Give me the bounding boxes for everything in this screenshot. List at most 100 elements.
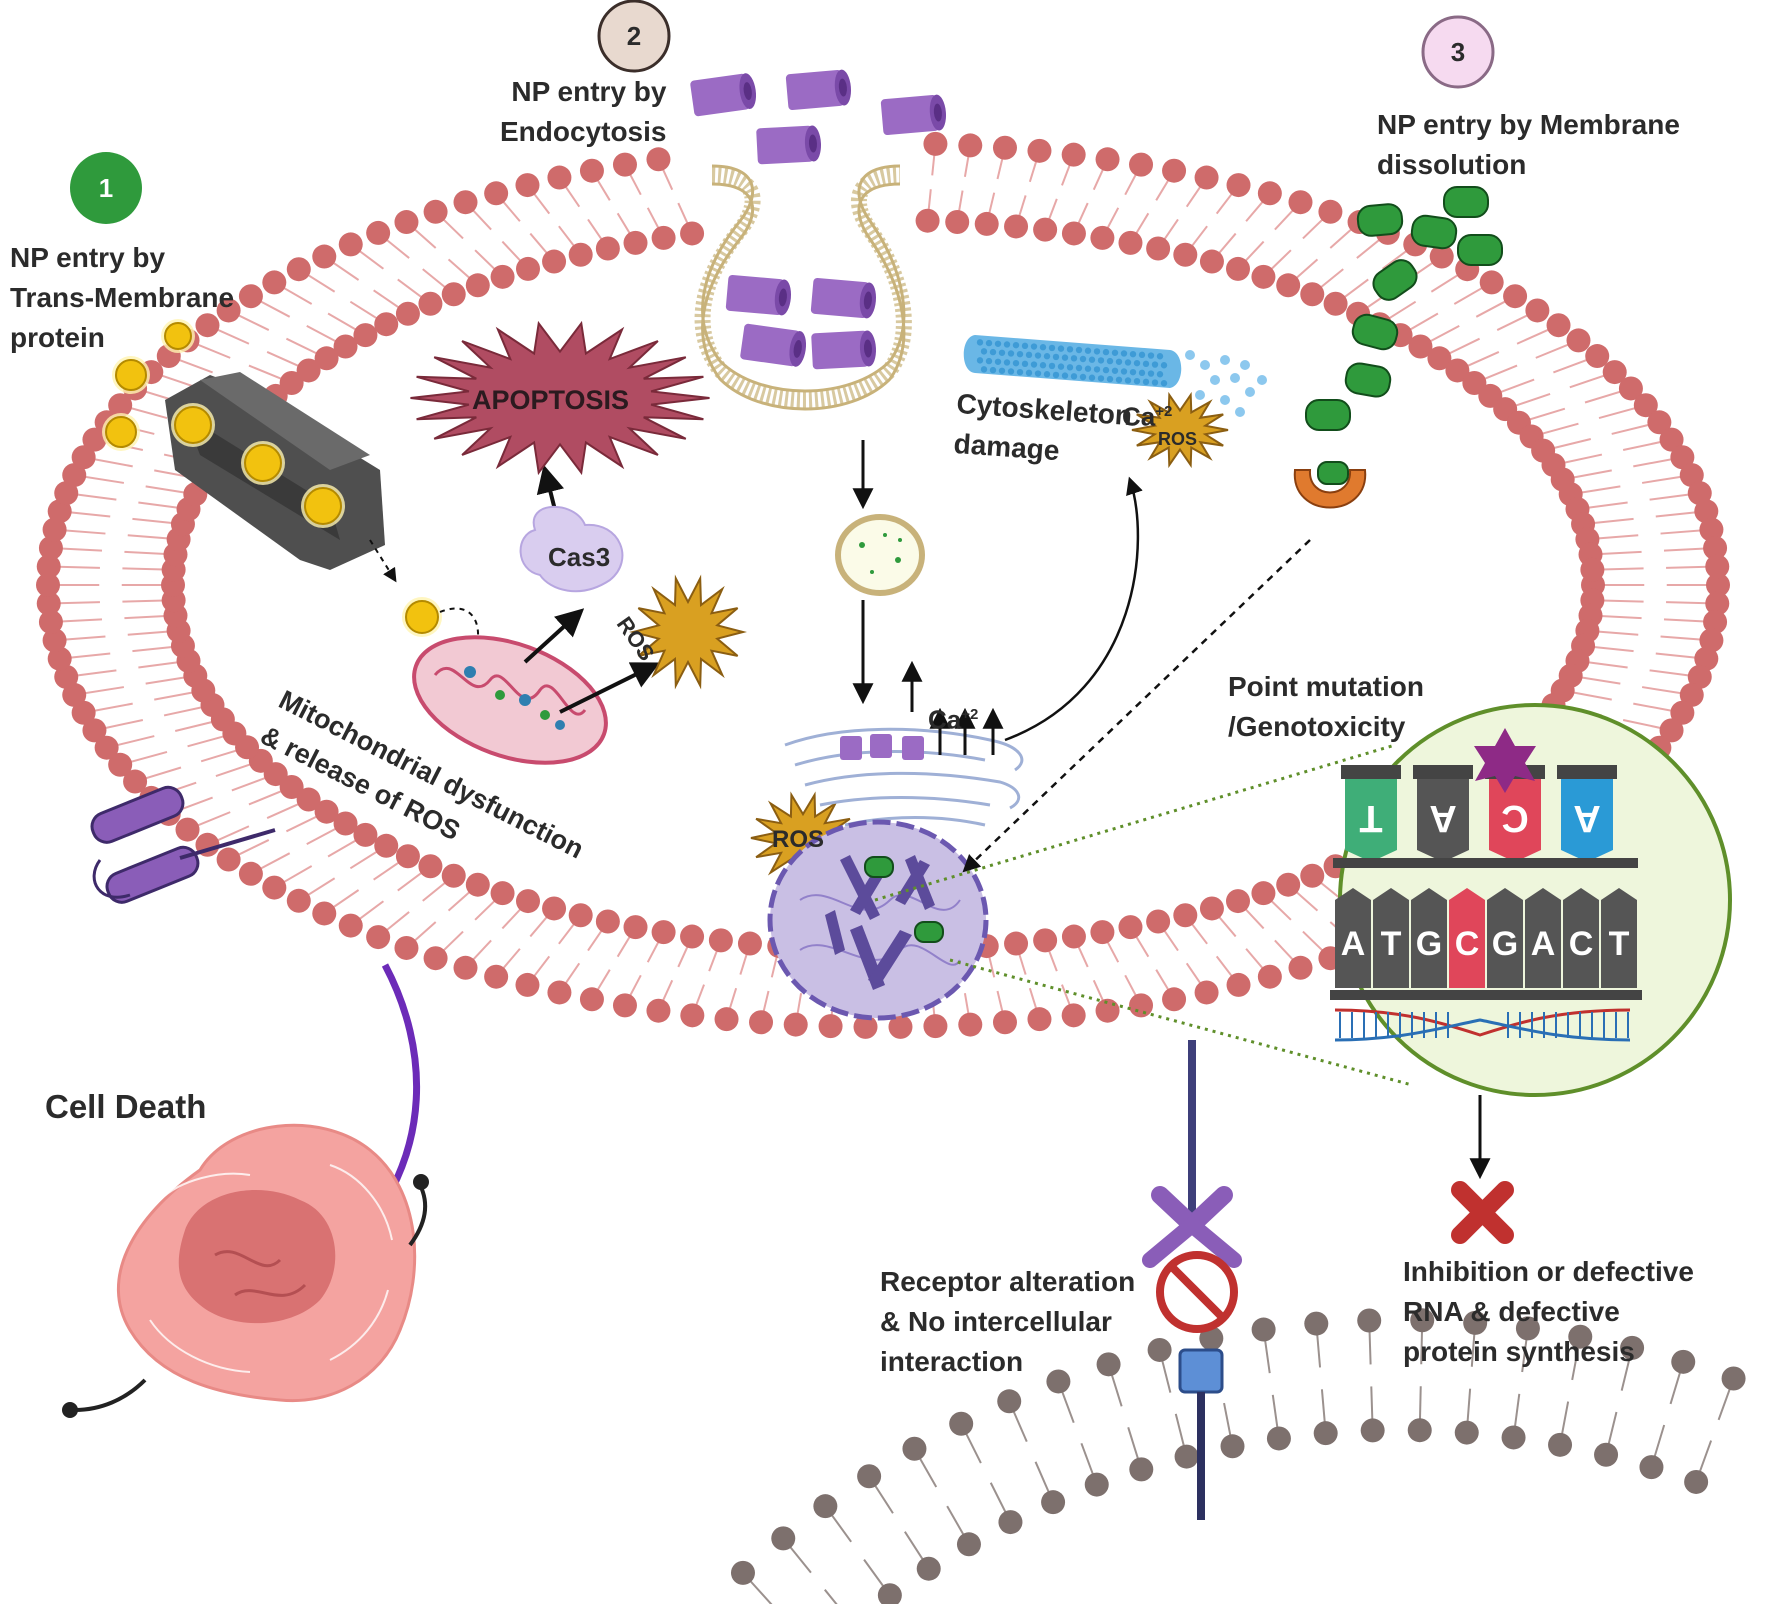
lipid-head [945, 209, 970, 234]
lipid-head [366, 925, 391, 950]
cytoskeleton-dot [1007, 368, 1015, 375]
cytoskeleton-dot [1124, 377, 1132, 384]
lipid-head [956, 1532, 981, 1557]
lipid-head [1705, 591, 1730, 616]
receptor-icon [1142, 1040, 1242, 1268]
cas3-label: Cas3 [548, 542, 611, 572]
lipid-head [1300, 282, 1325, 307]
cytoskeleton-dot [1075, 364, 1083, 372]
lipid-head [62, 682, 87, 707]
lipid-head [374, 833, 399, 858]
lipid-head [1566, 328, 1591, 353]
cytoskeleton-dot [1052, 371, 1060, 379]
lipid-head [1670, 445, 1695, 470]
lipid-head [333, 811, 358, 836]
lipid-head [730, 1560, 755, 1585]
lipid-head [1694, 499, 1719, 524]
lipid-head [1257, 964, 1282, 989]
lipid-head [1251, 881, 1276, 906]
dna-top-letter: A [1429, 797, 1456, 839]
cytoskeleton-dot [1066, 346, 1074, 353]
lipid-head [958, 133, 983, 158]
nanoparticle-tube-icon [840, 736, 862, 760]
lipid-head [441, 863, 466, 888]
lipid-head [47, 499, 72, 524]
green-nanoparticle-icon [1356, 203, 1404, 237]
cytoskeleton-dot [1106, 375, 1114, 383]
cytoskeleton-dot [1061, 372, 1069, 379]
lipid-head [888, 1014, 913, 1039]
cytoskeleton-dot [1025, 351, 1033, 359]
cytoskeleton-dot [1084, 347, 1092, 354]
green-nanoparticle-icon [1443, 186, 1489, 218]
lipid-head [818, 1014, 843, 1039]
cytoskeleton-dot [1097, 375, 1105, 382]
lipid-head [62, 463, 87, 488]
cytoskeleton-dot [1106, 357, 1114, 365]
gold-nanoparticle-icon [304, 487, 342, 525]
cytoskeleton-dot [1120, 368, 1128, 375]
lipid-tail [824, 1589, 842, 1609]
lipid-head [708, 928, 733, 953]
lipid-head [423, 946, 448, 971]
apoptosis-label: APOPTOSIS [472, 385, 630, 415]
lipid-head [296, 358, 321, 383]
cytoskeleton-dot [1115, 376, 1123, 383]
cytoskeleton-dot [1012, 359, 1020, 367]
cytoskeleton-dot [1142, 360, 1150, 368]
cytoskeleton-dot [1138, 351, 1146, 359]
dna-top-letter: A [1573, 797, 1600, 839]
lipid-head [813, 1494, 838, 1519]
lipid-head [108, 752, 133, 777]
lipid-head [651, 920, 676, 945]
dna-strand-base: G [1487, 888, 1523, 988]
dna-strand-letter: G [1416, 925, 1442, 963]
lipid-head [1705, 554, 1730, 579]
cytoskeleton-texture [976, 339, 1168, 387]
cytoskeleton-dot [1097, 357, 1105, 364]
lipid-head [353, 822, 378, 847]
dna-strand-letter: G [1492, 925, 1518, 963]
lipid-head [623, 915, 648, 940]
lipid-head [1694, 646, 1719, 671]
cytoskeleton-dot [1030, 343, 1038, 350]
lipid-head [771, 1526, 796, 1551]
lipid-head [612, 993, 637, 1018]
dna-strand-base: A [1335, 888, 1371, 988]
cytoskeleton-dot [1156, 371, 1164, 378]
lipid-head [453, 190, 478, 215]
lipid-head [902, 1436, 927, 1461]
ros-label-cyto: ROS [1158, 429, 1198, 449]
lipid-head [1323, 291, 1348, 316]
cytoskeleton-dot [985, 339, 993, 347]
lipid-head [484, 964, 509, 989]
lipid-head [579, 158, 604, 183]
lipid-head [783, 1012, 808, 1037]
cytoskeleton-dot [1030, 361, 1038, 368]
cytoskeleton-dot [1079, 373, 1087, 381]
nanoparticle-tube-icon [785, 69, 852, 111]
lipid-head [1594, 1442, 1619, 1467]
cytoskeleton-dot [1133, 359, 1141, 367]
cytoskeleton-dot [1003, 341, 1011, 348]
lipid-head [595, 909, 620, 934]
lipid-head [1226, 256, 1250, 281]
lipid-head [1525, 298, 1550, 323]
endosome-vesicle-icon [835, 514, 925, 596]
lipid-head [314, 799, 339, 824]
lipid-head [216, 847, 241, 872]
dna-strand-base: A [1525, 888, 1561, 988]
lipid-head [1266, 1426, 1291, 1451]
lipid-head [1162, 158, 1187, 183]
gold-nanoparticle-icon [405, 600, 439, 634]
lipid-head [71, 700, 96, 725]
nanoparticle-tube-icon [811, 330, 877, 370]
green-nanoparticle-icon [1372, 259, 1418, 301]
lipid-head [1360, 1418, 1385, 1443]
ca-label-text: Ca [1122, 401, 1156, 432]
cytoskeleton-label: Cytoskeleton damage [952, 387, 1134, 467]
lipid-head [1027, 1007, 1052, 1032]
lipid-head [395, 301, 420, 326]
